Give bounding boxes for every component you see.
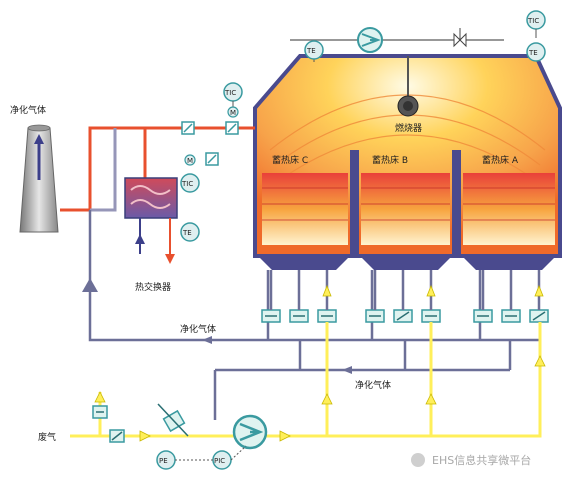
svg-text:TIC: TIC bbox=[224, 89, 236, 97]
waste-gas-dampers bbox=[92, 403, 189, 443]
purified-gas-label-2: 净化气体 bbox=[355, 379, 391, 391]
chimney-label: 净化气体 bbox=[10, 104, 46, 116]
bed-c bbox=[262, 173, 348, 245]
left-arrow-icon bbox=[202, 336, 212, 344]
combustion-fan bbox=[290, 27, 504, 53]
hot-gas-line bbox=[60, 126, 255, 212]
instrument-te-hx: TE bbox=[180, 222, 200, 242]
rto-chamber bbox=[253, 54, 562, 270]
right-arrow-icon bbox=[279, 430, 291, 442]
svg-text:TE: TE bbox=[306, 47, 316, 55]
svg-text:TE: TE bbox=[182, 229, 192, 237]
waste-gas-fan bbox=[232, 414, 268, 450]
bed-b bbox=[361, 173, 450, 245]
instrument-pic: PIC bbox=[175, 445, 247, 470]
instrument-te-topright: TE bbox=[526, 42, 546, 62]
burner bbox=[397, 56, 419, 117]
heat-exchanger bbox=[124, 177, 178, 264]
instrument-tic-hx: TIC bbox=[180, 173, 200, 193]
instrument-te-top: TE bbox=[304, 40, 324, 62]
bed-risers bbox=[269, 270, 541, 310]
bed-c-label: 蓄热床 C bbox=[272, 154, 308, 166]
up-arrow-icon bbox=[34, 134, 44, 144]
svg-text:EHS信息共享微平台: EHS信息共享微平台 bbox=[432, 453, 531, 467]
up-arrow-icon bbox=[82, 278, 98, 292]
instrument-m-1: M bbox=[227, 106, 239, 118]
instrument-pe: PE bbox=[156, 450, 176, 470]
svg-text:PIC: PIC bbox=[214, 457, 225, 465]
waste-gas-label: 废气 bbox=[38, 431, 56, 443]
svg-text:TE: TE bbox=[528, 49, 538, 57]
svg-text:M: M bbox=[230, 109, 236, 117]
svg-text:TIC: TIC bbox=[181, 180, 193, 188]
purified-gas-label-1: 净化气体 bbox=[180, 323, 216, 335]
bed-a bbox=[463, 173, 555, 245]
bed-a-label: 蓄热床 A bbox=[482, 154, 519, 166]
purified-gas-line bbox=[88, 210, 540, 420]
svg-text:M: M bbox=[187, 157, 193, 165]
bed-valves bbox=[261, 309, 549, 323]
hot-line-dampers bbox=[181, 121, 239, 166]
right-arrow-icon bbox=[139, 430, 151, 442]
svg-text:TIC: TIC bbox=[527, 17, 539, 25]
down-arrow-icon bbox=[165, 254, 175, 264]
chimney bbox=[19, 124, 59, 233]
bed-b-label: 蓄热床 B bbox=[372, 154, 408, 166]
instrument-tic-top: TIC bbox=[526, 10, 546, 38]
instrument-m-2: M bbox=[184, 154, 196, 166]
left-arrow-icon bbox=[342, 366, 352, 374]
heat-exchanger-label: 热交换器 bbox=[135, 281, 171, 293]
up-arrow-icon bbox=[135, 234, 145, 244]
svg-text:PE: PE bbox=[159, 457, 168, 465]
watermark: EHS信息共享微平台 bbox=[411, 453, 531, 467]
instrument-tic-mid: TIC bbox=[223, 82, 243, 108]
burner-label: 燃烧器 bbox=[395, 122, 422, 134]
